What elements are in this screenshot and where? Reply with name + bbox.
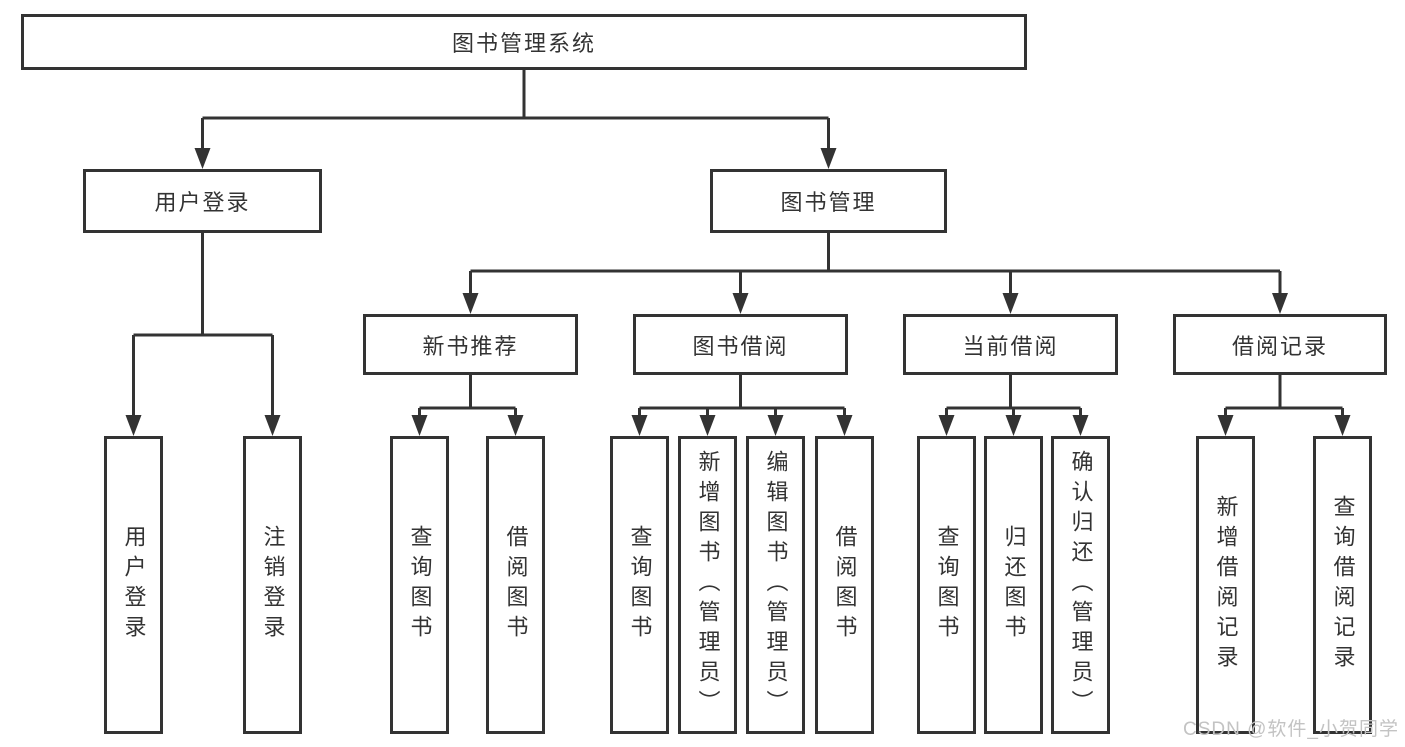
connector-book-management-to-level3 <box>469 233 1282 294</box>
leaf-query-borrow-record: 查询借阅记录 <box>1313 436 1372 734</box>
connector-current-borrow-to-children <box>945 375 1082 416</box>
leaf-query-book-borrow-label: 查询图书 <box>627 525 653 645</box>
leaf-borrow-book-recommend: 借阅图书 <box>486 436 545 734</box>
node-root-label: 图书管理系统 <box>451 31 596 56</box>
leaf-return-book-label: 归还图书 <box>1001 525 1027 645</box>
leaf-query-book-borrow: 查询图书 <box>610 436 669 734</box>
connector-root-to-level2 <box>201 70 830 149</box>
leaf-query-book-current: 查询图书 <box>917 436 976 734</box>
node-root: 图书管理系统 <box>21 14 1027 70</box>
node-new-book-recommend: 新书推荐 <box>363 314 578 375</box>
node-book-management: 图书管理 <box>710 169 947 233</box>
leaf-query-book-current-label: 查询图书 <box>934 525 960 645</box>
leaf-user-login-label: 用户登录 <box>121 525 147 645</box>
node-new-book-recommend-label: 新书推荐 <box>422 333 519 359</box>
node-book-borrow-label: 图书借阅 <box>692 333 789 359</box>
leaf-borrow-book-label: 借阅图书 <box>832 525 858 645</box>
csdn-watermark: CSDN @软件_小贺同学 <box>1183 719 1399 740</box>
leaf-borrow-book: 借阅图书 <box>815 436 874 734</box>
node-user-login-label: 用户登录 <box>154 190 251 215</box>
arrowheads-borrow-records <box>1217 415 1351 436</box>
leaf-query-book-recommend-label: 查询图书 <box>407 525 433 645</box>
node-current-borrow-label: 当前借阅 <box>962 333 1059 359</box>
node-user-login: 用户登录 <box>83 169 322 233</box>
connector-book-borrow-to-children <box>638 375 846 416</box>
leaf-borrow-book-recommend-label: 借阅图书 <box>503 525 529 645</box>
node-borrow-records-label: 借阅记录 <box>1231 333 1328 359</box>
node-current-borrow: 当前借阅 <box>903 314 1118 375</box>
node-borrow-records: 借阅记录 <box>1173 314 1387 375</box>
leaf-query-borrow-record-label: 查询借阅记录 <box>1330 495 1356 675</box>
leaf-return-book: 归还图书 <box>984 436 1043 734</box>
connector-user-login-to-children <box>132 233 274 416</box>
leaf-add-borrow-record: 新增借阅记录 <box>1196 436 1255 734</box>
leaf-confirm-return-admin-label: 确认归还（管理员） <box>1068 450 1094 720</box>
leaf-logout: 注销登录 <box>243 436 302 734</box>
arrowheads-user-login-children <box>125 415 281 436</box>
arrowheads-root-to-level2 <box>194 148 837 169</box>
leaf-edit-book-admin-label: 编辑图书（管理员） <box>763 450 789 720</box>
connector-new-book-recommend-to-children <box>418 375 517 416</box>
node-book-borrow: 图书借阅 <box>633 314 848 375</box>
arrowheads-new-book-recommend <box>411 415 524 436</box>
leaf-user-login: 用户登录 <box>104 436 163 734</box>
leaf-add-book-admin: 新增图书（管理员） <box>678 436 737 734</box>
arrowheads-current-borrow <box>938 415 1089 436</box>
leaf-add-borrow-record-label: 新增借阅记录 <box>1213 495 1239 675</box>
arrowheads-level3 <box>462 293 1288 314</box>
leaf-confirm-return-admin: 确认归还（管理员） <box>1051 436 1110 734</box>
leaf-logout-label: 注销登录 <box>260 525 286 645</box>
leaf-edit-book-admin: 编辑图书（管理员） <box>746 436 805 734</box>
leaf-query-book-recommend: 查询图书 <box>390 436 449 734</box>
node-book-management-label: 图书管理 <box>780 190 877 215</box>
connector-borrow-records-to-children <box>1224 375 1344 416</box>
arrowheads-book-borrow <box>631 415 853 436</box>
leaf-add-book-admin-label: 新增图书（管理员） <box>695 450 721 720</box>
